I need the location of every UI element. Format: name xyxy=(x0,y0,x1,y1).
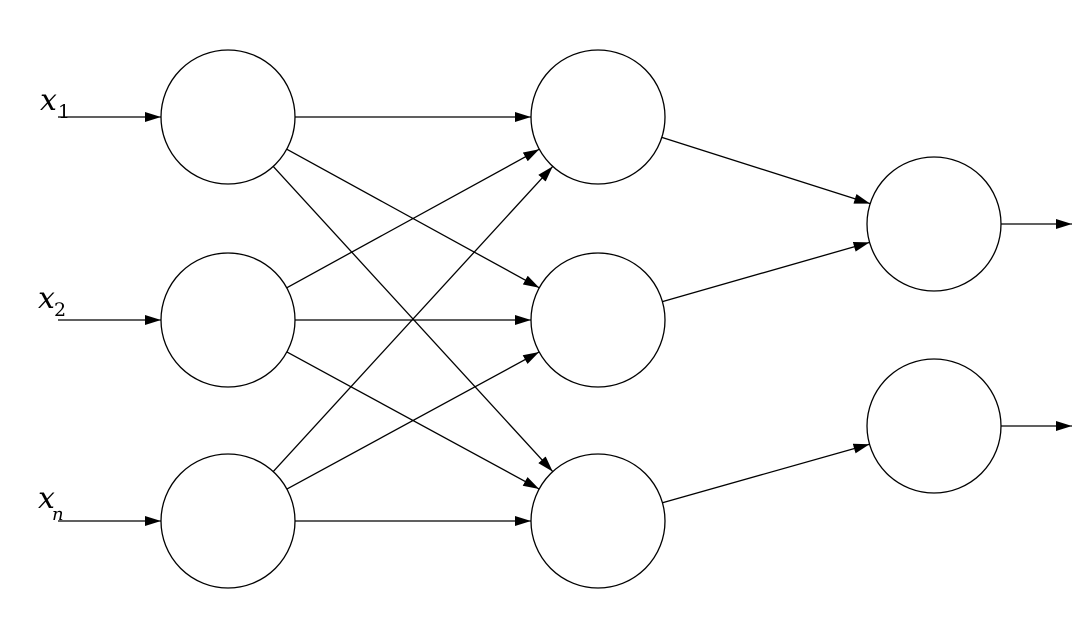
input-label-x2: x 2 xyxy=(38,281,66,321)
input-neuron-2 xyxy=(160,252,296,388)
edge-input3-hidden2 xyxy=(286,351,540,490)
svg-text:2: 2 xyxy=(54,299,66,321)
edge-input3-hidden1 xyxy=(272,165,554,473)
edge-hidden2-output1 xyxy=(662,241,870,303)
svg-text:n: n xyxy=(52,504,64,525)
input-label-xn: x n xyxy=(38,481,64,525)
edge-hidden1-output1 xyxy=(661,136,871,205)
input-neuron-1 xyxy=(160,49,296,185)
edge-input2-hidden1 xyxy=(286,148,540,289)
svg-text:x: x xyxy=(38,281,55,316)
connection-edges xyxy=(58,112,1072,526)
svg-text:x: x xyxy=(40,83,57,118)
input-label-x1: x 1 xyxy=(40,83,70,123)
svg-text:x: x xyxy=(38,481,55,516)
input-neuron-3 xyxy=(160,453,296,589)
output-neuron-2 xyxy=(866,358,1002,494)
hidden-neuron-3 xyxy=(530,453,666,589)
hidden-neuron-1 xyxy=(530,49,666,185)
neuron-nodes xyxy=(160,49,1002,589)
hidden-neuron-2 xyxy=(530,252,666,388)
output-neuron-1 xyxy=(866,156,1002,292)
edge-hidden3-output2 xyxy=(662,443,870,504)
svg-text:1: 1 xyxy=(58,101,70,123)
